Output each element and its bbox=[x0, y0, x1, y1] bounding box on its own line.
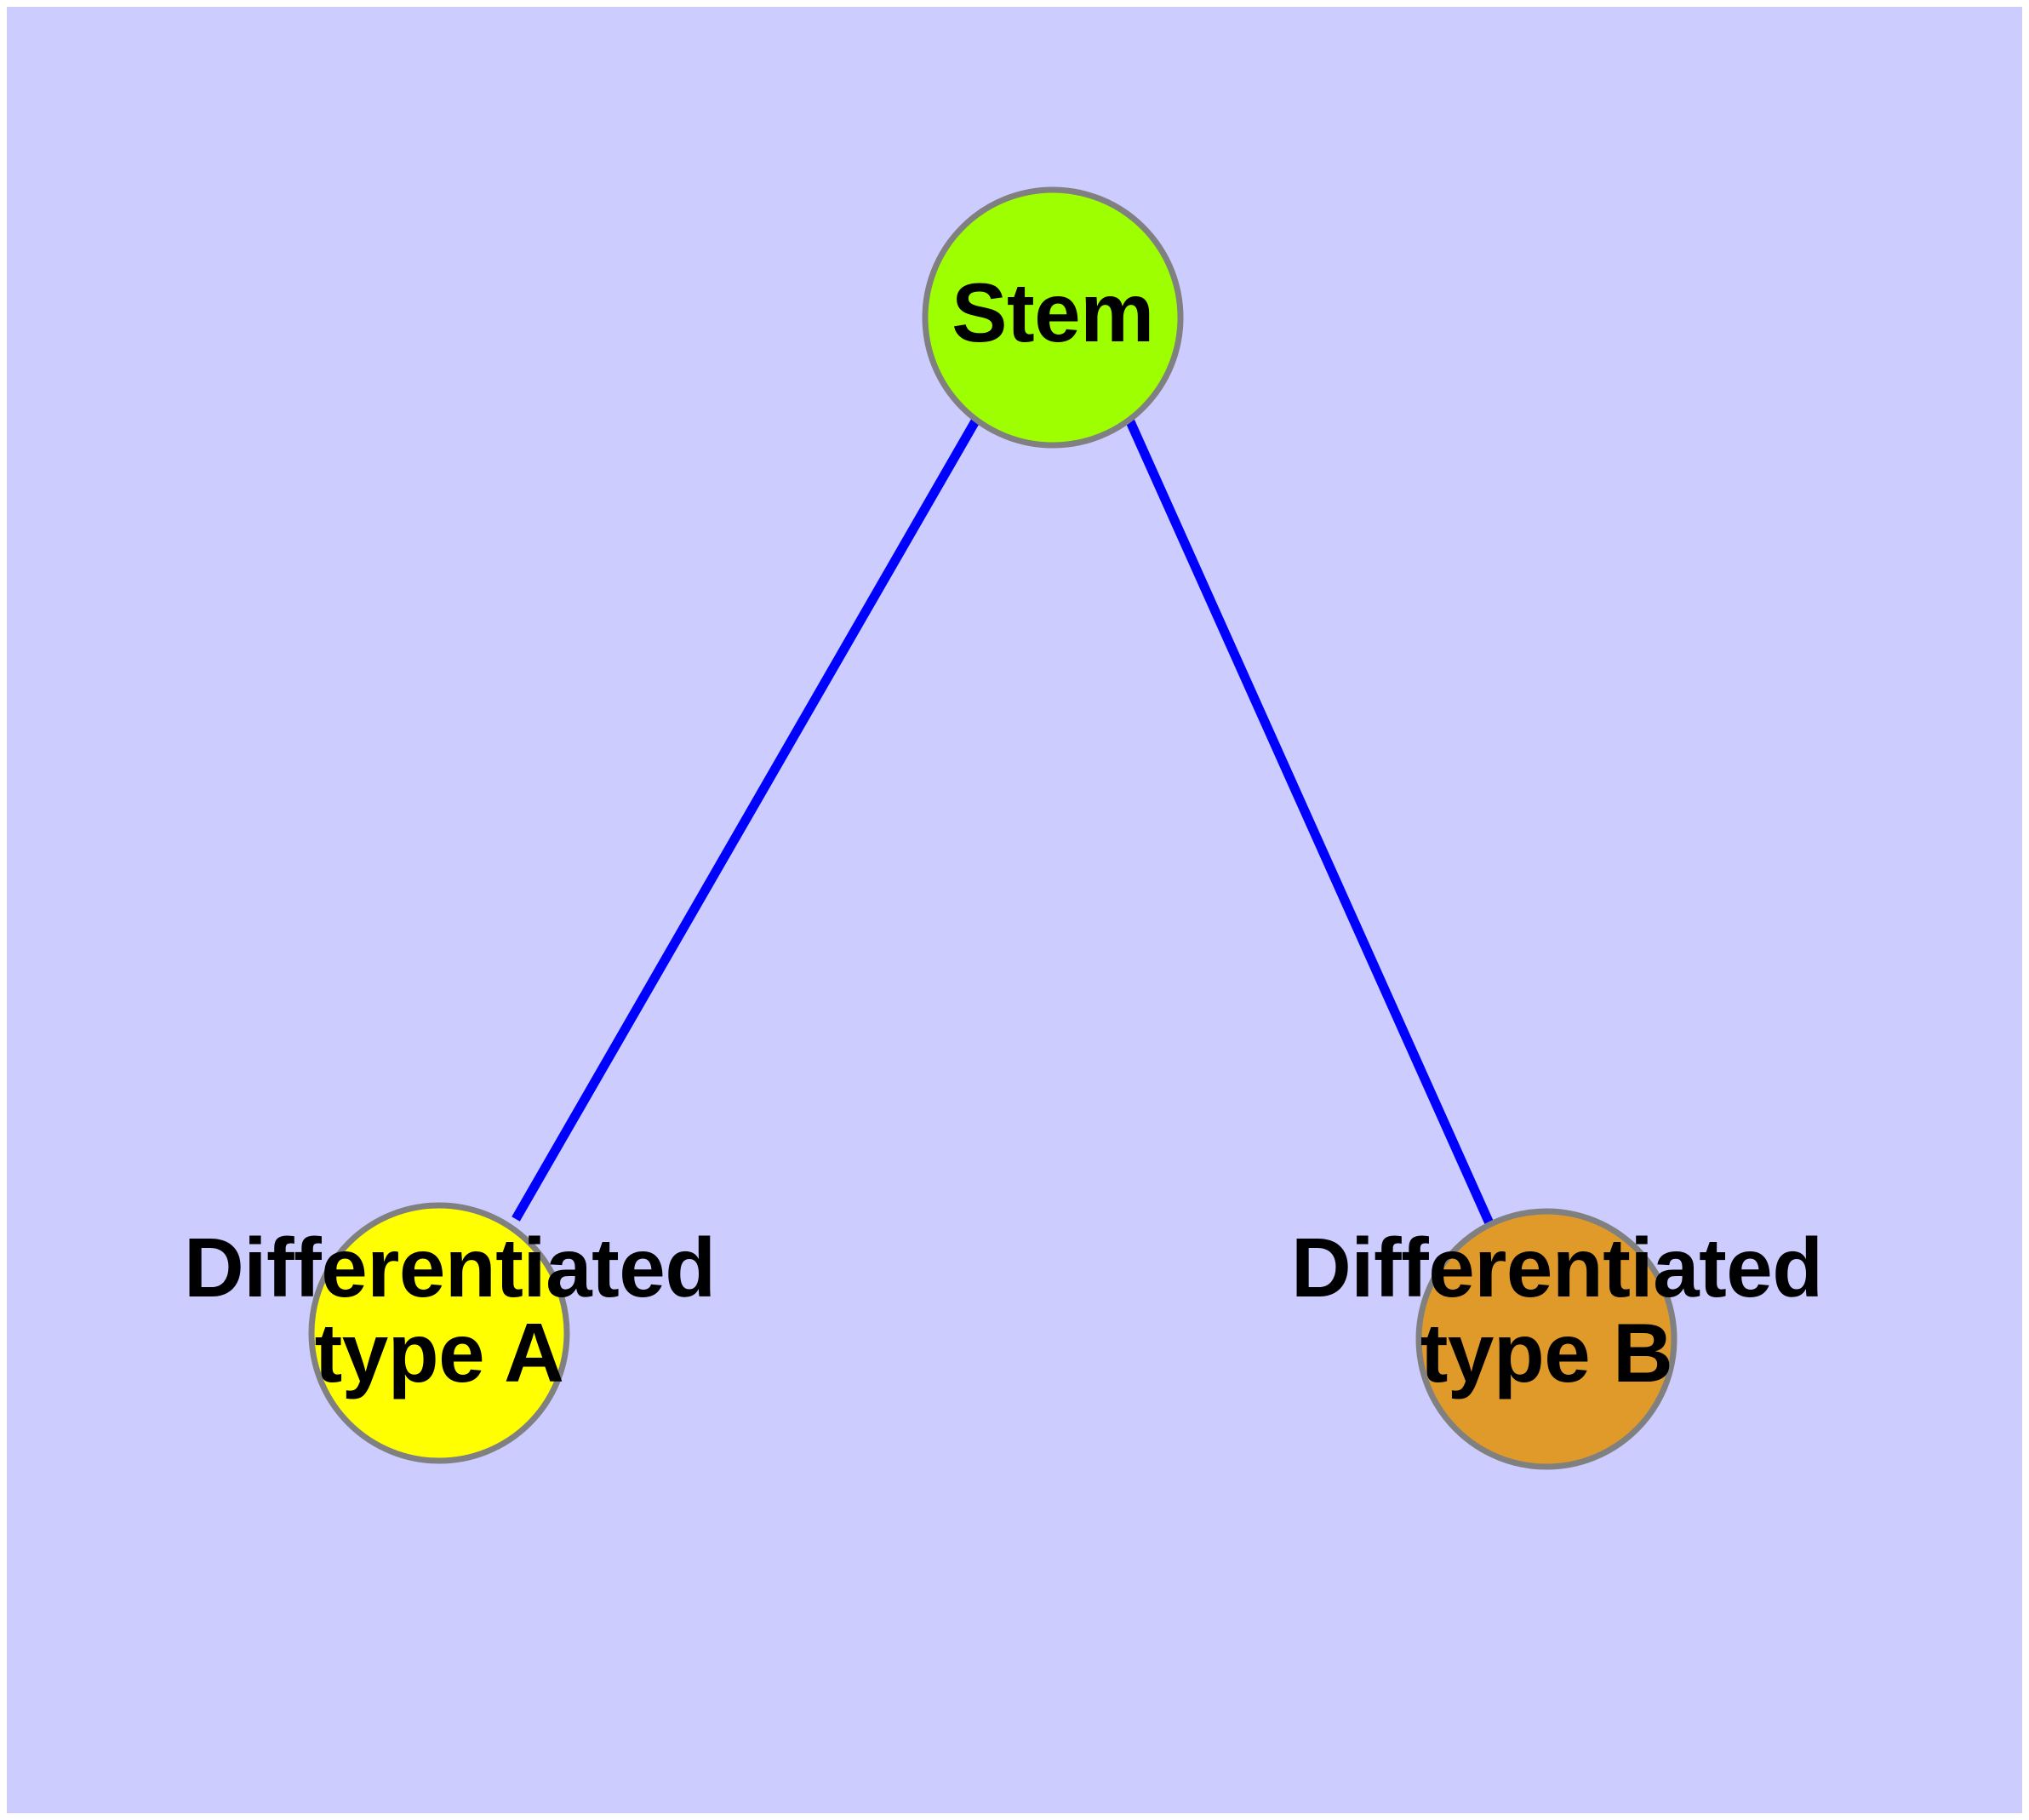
node-circle-diff-b[interactable] bbox=[1415, 1208, 1677, 1470]
node-layer bbox=[308, 186, 1677, 1470]
edge-layer bbox=[512, 417, 1495, 1226]
node-circle-stem[interactable] bbox=[922, 186, 1184, 449]
edge-stem-to-diff-b bbox=[1124, 417, 1495, 1226]
edge-stem-to-diff-a bbox=[512, 417, 980, 1222]
node-circle-diff-a[interactable] bbox=[308, 1202, 570, 1464]
